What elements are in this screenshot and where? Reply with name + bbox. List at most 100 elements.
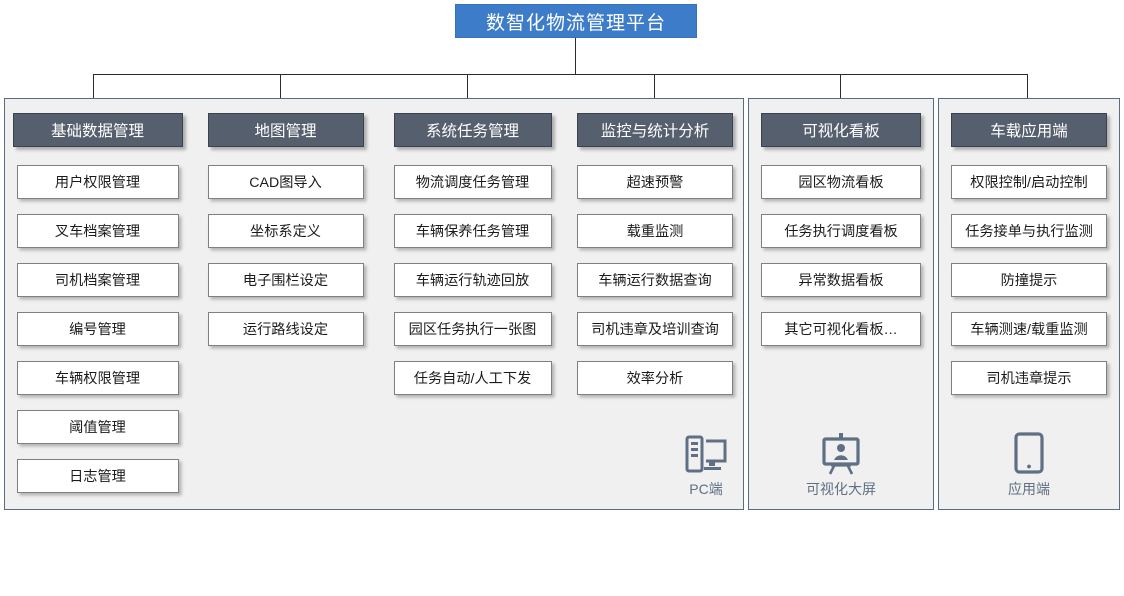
column-header-label: 监控与统计分析 (600, 123, 710, 140)
module-item[interactable]: 司机违章及培训查询 (577, 312, 733, 346)
module-item-label: 防撞提示 (1000, 273, 1058, 289)
desktop-pc-icon (685, 435, 727, 473)
module-item[interactable]: 园区任务执行一张图 (393, 312, 552, 346)
column-map-management: 地图管理 CAD图导入 坐标系定义 电子围栏设定 运行路线设定 (192, 99, 379, 509)
column-items-visualization-board: 园区物流看板 任务执行调度看板 异常数据看板 其它可视化看板… (749, 165, 933, 361)
module-item[interactable]: 任务自动/人工下发 (393, 361, 552, 395)
column-visualization-board: 可视化看板 园区物流看板 任务执行调度看板 异常数据看板 其它可视化看板… (749, 99, 933, 509)
module-item[interactable]: 阈值管理 (16, 410, 179, 444)
device-large-screen: 可视化大屏 (806, 431, 876, 499)
column-header-system-task-management[interactable]: 系统任务管理 (393, 113, 552, 147)
module-item-label: 车辆保养任务管理 (415, 224, 530, 240)
column-items-system-task-management: 物流调度任务管理 车辆保养任务管理 车辆运行轨迹回放 园区任务执行一张图 任务自… (379, 165, 566, 410)
column-header-label: 可视化看板 (802, 123, 880, 140)
device-label: PC端 (689, 481, 723, 497)
module-item[interactable]: CAD图导入 (207, 165, 364, 199)
module-item[interactable]: 车辆测速/载重监测 (951, 312, 1107, 346)
module-item-label: 权限控制/启动控制 (970, 175, 1088, 191)
column-header-basic-data-management[interactable]: 基础数据管理 (12, 113, 183, 147)
panel-management-modules: 基础数据管理 用户权限管理 叉车档案管理 司机档案管理 编号管理 车辆权限管理 … (4, 98, 744, 510)
module-item[interactable]: 载重监测 (577, 214, 733, 248)
module-item[interactable]: 司机违章提示 (951, 361, 1107, 395)
module-item[interactable]: 坐标系定义 (207, 214, 364, 248)
module-item[interactable]: 电子围栏设定 (207, 263, 364, 297)
module-item-label: CAD图导入 (249, 175, 322, 191)
module-item[interactable]: 车辆运行数据查询 (577, 263, 733, 297)
column-items-monitoring-analysis: 超速预警 载重监测 车辆运行数据查询 司机违章及培训查询 效率分析 (566, 165, 744, 410)
module-item[interactable]: 权限控制/启动控制 (951, 165, 1107, 199)
column-header-monitoring-analysis[interactable]: 监控与统计分析 (577, 113, 733, 147)
module-item[interactable]: 防撞提示 (951, 263, 1107, 297)
module-item-label: 车辆权限管理 (54, 371, 141, 387)
module-item[interactable]: 车辆权限管理 (16, 361, 179, 395)
module-item[interactable]: 效率分析 (577, 361, 733, 395)
module-item[interactable]: 异常数据看板 (761, 263, 921, 297)
module-item-label: 运行路线设定 (242, 322, 329, 338)
column-items-map-management: CAD图导入 坐标系定义 电子围栏设定 运行路线设定 (192, 165, 379, 361)
module-item-label: 效率分析 (626, 371, 684, 387)
connector-drop-5 (840, 74, 841, 99)
connector-drop-4 (654, 74, 655, 99)
module-item-label: 车辆测速/载重监测 (970, 322, 1088, 338)
tablet-device-icon (1014, 432, 1044, 474)
device-pc: PC端 (683, 431, 729, 499)
module-item-label: 超速预警 (626, 175, 684, 191)
module-item-label: 车辆运行数据查询 (598, 273, 712, 289)
platform-title-text: 数智化物流管理平台 (485, 12, 666, 34)
connector-drop-3 (467, 74, 468, 99)
module-item[interactable]: 园区物流看板 (761, 165, 921, 199)
module-item-label: 日志管理 (69, 469, 126, 485)
module-item[interactable]: 运行路线设定 (207, 312, 364, 346)
column-header-label: 地图管理 (254, 123, 317, 140)
panel-vehicle-application: 车载应用端 权限控制/启动控制 任务接单与执行监测 防撞提示 车辆测速/载重监测… (938, 98, 1120, 510)
column-header-vehicle-application[interactable]: 车载应用端 (951, 113, 1107, 147)
panel-visualization-board: 可视化看板 园区物流看板 任务执行调度看板 异常数据看板 其它可视化看板… 可视… (748, 98, 934, 510)
module-item[interactable]: 编号管理 (16, 312, 179, 346)
module-item[interactable]: 日志管理 (16, 459, 179, 493)
module-item[interactable]: 司机档案管理 (16, 263, 179, 297)
module-item-label: 车辆运行轨迹回放 (415, 273, 530, 289)
module-item-label: 园区任务执行一张图 (408, 322, 537, 338)
column-header-visualization-board[interactable]: 可视化看板 (761, 113, 921, 147)
module-item[interactable]: 车辆运行轨迹回放 (393, 263, 552, 297)
column-header-label: 车载应用端 (990, 123, 1068, 140)
module-item-label: 用户权限管理 (54, 175, 141, 191)
module-item-label: 坐标系定义 (250, 224, 321, 240)
module-item-label: 司机违章提示 (986, 371, 1072, 387)
device-label: 应用端 (1008, 481, 1050, 497)
module-item-label: 阈值管理 (69, 420, 126, 436)
module-item-label: 司机违章及培训查询 (591, 322, 719, 338)
device-label: 可视化大屏 (806, 481, 876, 497)
module-item[interactable]: 物流调度任务管理 (393, 165, 552, 199)
module-item[interactable]: 用户权限管理 (16, 165, 179, 199)
module-item-label: 任务执行调度看板 (784, 224, 898, 240)
column-monitoring-analysis: 监控与统计分析 超速预警 载重监测 车辆运行数据查询 司机违章及培训查询 效率分… (566, 99, 744, 509)
column-vehicle-application: 车载应用端 权限控制/启动控制 任务接单与执行监测 防撞提示 车辆测速/载重监测… (939, 99, 1119, 509)
module-item-label: 物流调度任务管理 (415, 175, 530, 191)
column-system-task-management: 系统任务管理 物流调度任务管理 车辆保养任务管理 车辆运行轨迹回放 园区任务执行… (379, 99, 566, 509)
module-item[interactable]: 叉车档案管理 (16, 214, 179, 248)
device-mobile-app: 应用端 (1008, 431, 1050, 499)
column-basic-data-management: 基础数据管理 用户权限管理 叉车档案管理 司机档案管理 编号管理 车辆权限管理 … (5, 99, 190, 509)
connector-trunk (575, 38, 576, 75)
module-item[interactable]: 任务接单与执行监测 (951, 214, 1107, 248)
module-item-label: 其它可视化看板… (784, 322, 898, 338)
module-item-label: 电子围栏设定 (242, 273, 329, 289)
connector-drop-2 (280, 74, 281, 99)
column-header-map-management[interactable]: 地图管理 (207, 113, 364, 147)
platform-title: 数智化物流管理平台 (455, 4, 697, 38)
connector-bus (93, 74, 1028, 75)
column-header-label: 系统任务管理 (425, 123, 519, 140)
module-item-label: 司机档案管理 (54, 273, 141, 289)
module-item[interactable]: 超速预警 (577, 165, 733, 199)
module-item[interactable]: 其它可视化看板… (761, 312, 921, 346)
connector-drop-6 (1027, 74, 1028, 99)
module-item-label: 叉车档案管理 (54, 224, 141, 240)
column-header-label: 基础数据管理 (50, 123, 144, 140)
connector-drop-1 (93, 74, 94, 99)
module-item[interactable]: 车辆保养任务管理 (393, 214, 552, 248)
module-item-label: 任务自动/人工下发 (413, 371, 532, 387)
module-item[interactable]: 任务执行调度看板 (761, 214, 921, 248)
module-item-label: 园区物流看板 (798, 175, 884, 191)
